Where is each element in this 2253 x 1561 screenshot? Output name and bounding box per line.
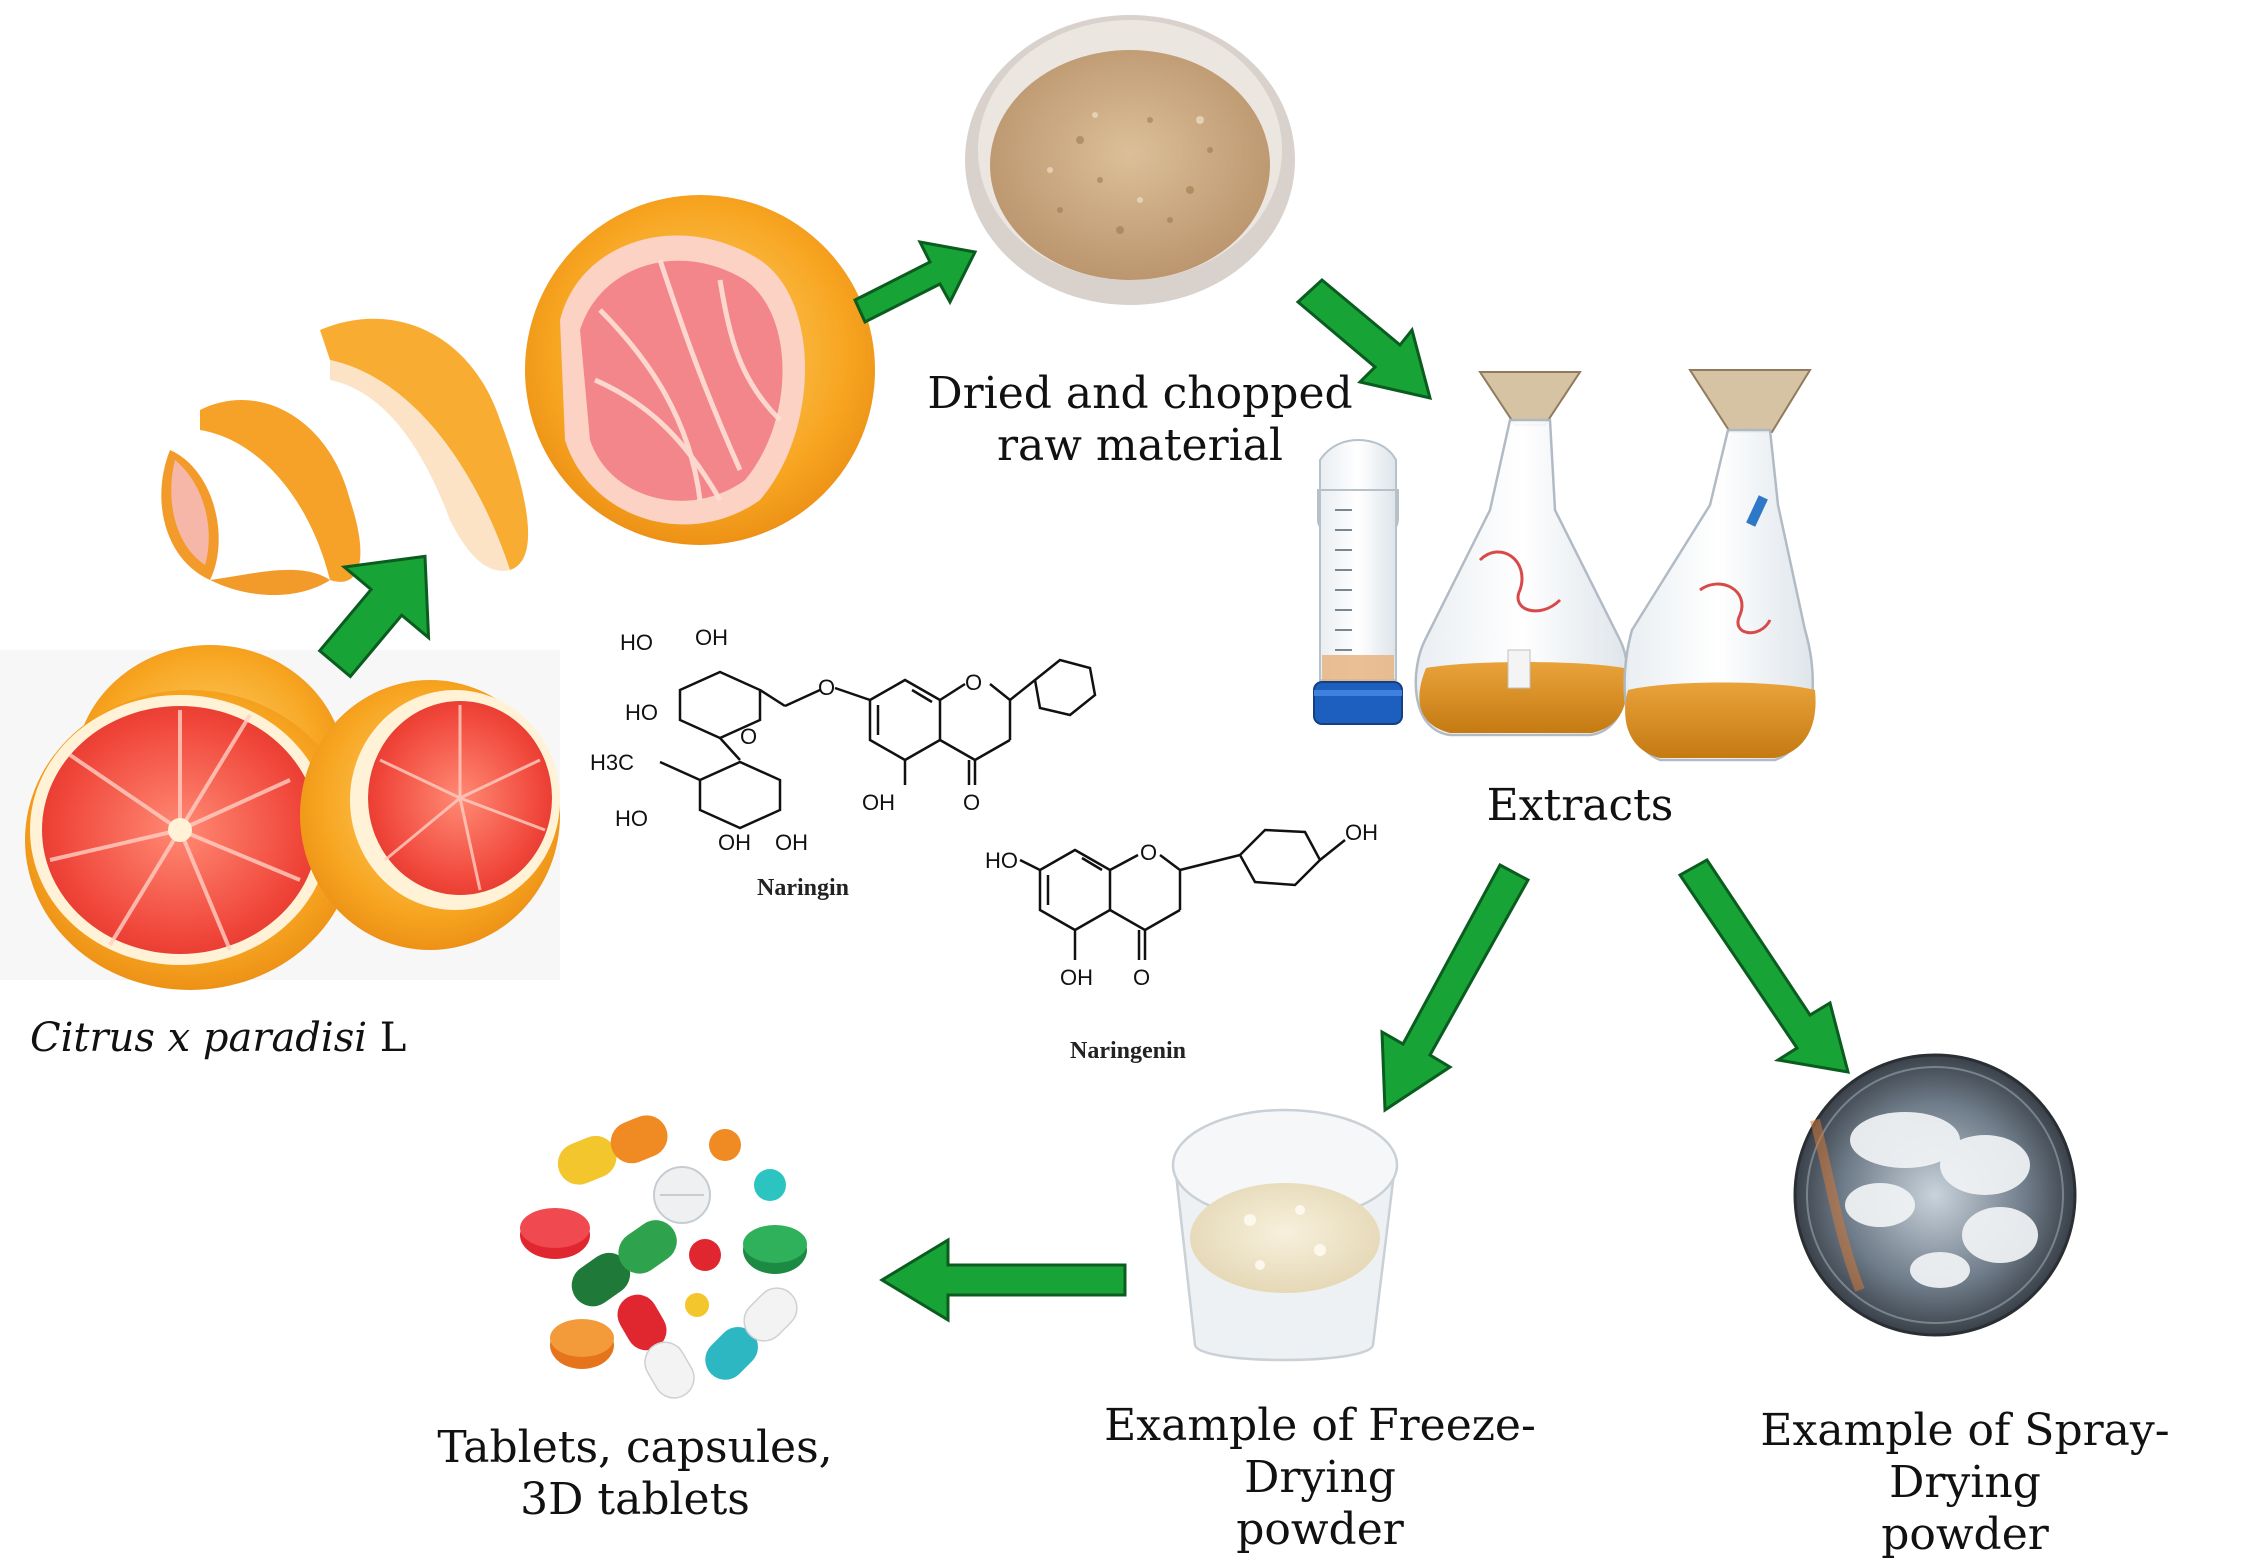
arrow-freeze-to-tablets [879, 1237, 1127, 1323]
extracts-label: Extracts [1480, 780, 1680, 832]
raw-material-label: Dried and chopped raw material [925, 368, 1355, 472]
freeze-dried-powder-cup-icon [1171, 1108, 1399, 1362]
svg-text:O: O [818, 675, 835, 700]
raw-material-line1: Dried and chopped [927, 368, 1353, 419]
svg-text:O: O [1133, 965, 1150, 990]
powder-bowl-icon [965, 15, 1295, 305]
tablets-line1: Tablets, capsules, [437, 1422, 833, 1473]
falcon-tube-icon [1313, 438, 1403, 725]
svg-text:HO: HO [615, 806, 648, 831]
svg-text:O: O [1140, 840, 1157, 865]
spray-drying-line1: Example of Spray-Drying [1760, 1405, 2170, 1508]
naringenin-atom-labels: HO O OH O OH [985, 820, 1378, 990]
spray-drying-line2: powder [1881, 1509, 2049, 1560]
svg-text:OH: OH [1060, 965, 1093, 990]
species-suffix: L [379, 1015, 407, 1061]
species-name-italic: Citrus x paradisi [30, 1015, 368, 1061]
tablets-label: Tablets, capsules, 3D tablets [425, 1422, 845, 1526]
svg-text:OH: OH [695, 625, 728, 650]
naringin-label: Naringin [757, 875, 850, 901]
grapefruit-spiral-peel-icon [161, 195, 875, 595]
naringenin-label: Naringenin [1070, 1038, 1187, 1064]
naringenin-structure [1019, 828, 1346, 960]
pills-capsules-icon [520, 1115, 807, 1399]
freeze-drying-line2: powder [1236, 1504, 1404, 1555]
freeze-drying-label: Example of Freeze-Drying powder [1040, 1400, 1600, 1556]
svg-text:OH: OH [718, 830, 751, 855]
svg-text:OH: OH [1345, 820, 1378, 845]
naringin-atom-labels: HO OH HO H3C HO OH OH O O O OH O [590, 625, 982, 855]
svg-text:HO: HO [620, 630, 653, 655]
erlenmeyer-flask-icon [1414, 371, 1630, 737]
raw-material-line2: raw material [997, 420, 1283, 471]
arrow-peel-to-powder [853, 239, 978, 325]
grapefruit-halves-icon [0, 645, 560, 990]
svg-text:HO: HO [625, 700, 658, 725]
svg-text:O: O [963, 790, 980, 815]
spray-dried-powder-dish-icon [1793, 1053, 2077, 1337]
tablets-line2: 3D tablets [520, 1474, 750, 1525]
svg-text:HO: HO [985, 848, 1018, 873]
freeze-drying-line1: Example of Freeze-Drying [1104, 1400, 1536, 1503]
erlenmeyer-flask-icon [1623, 369, 1816, 762]
svg-text:OH: OH [862, 790, 895, 815]
svg-text:H3C: H3C [590, 750, 634, 775]
arrow-halves-to-peel [317, 554, 431, 679]
arrow-extracts-to-freeze [1380, 862, 1531, 1113]
spray-drying-label: Example of Spray-Drying powder [1695, 1405, 2235, 1561]
arrow-powder-to-extracts [1295, 278, 1433, 401]
arrow-extracts-to-spray [1677, 858, 1851, 1074]
svg-text:O: O [965, 670, 982, 695]
species-label: Citrus x paradisi L [30, 1012, 406, 1064]
svg-text:O: O [740, 724, 757, 749]
naringin-structure [659, 658, 1097, 830]
svg-text:OH: OH [775, 830, 808, 855]
extracts-text: Extracts [1486, 780, 1674, 831]
